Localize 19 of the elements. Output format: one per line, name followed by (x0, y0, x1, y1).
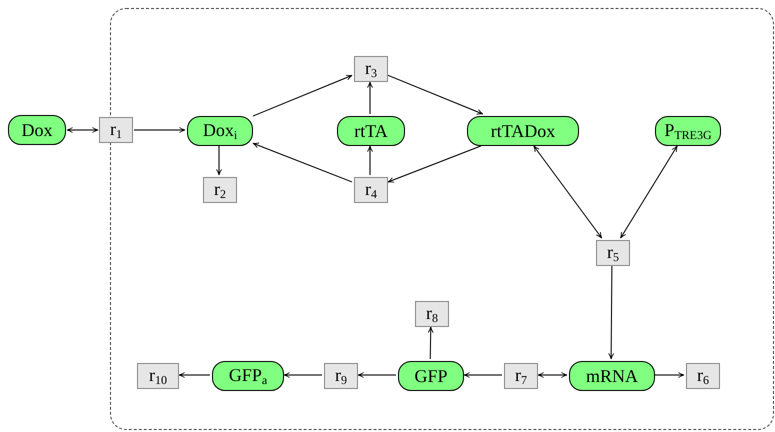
reaction-box: r$_{1}$ (99, 117, 133, 143)
reaction-box: r$_{7}$ (504, 363, 538, 389)
reaction-box: r$_{2}$ (203, 177, 237, 203)
reaction-box: r$_{3}$ (354, 56, 388, 82)
species-node: Dox (8, 115, 66, 145)
species-node: Dox$_{i}$ (187, 116, 253, 146)
reaction-box: r$_{4}$ (354, 177, 388, 203)
compartment-boundary (110, 8, 774, 430)
species-node: rtTA (337, 116, 405, 146)
reaction-box: r$_{10}$ (137, 363, 179, 389)
species-node: GFP$_{a}$ (212, 361, 284, 391)
reaction-box: r$_{8}$ (415, 301, 449, 327)
species-node: mRNA (569, 361, 655, 391)
reaction-box: r$_{6}$ (686, 363, 720, 389)
species-node: GFP (398, 361, 464, 391)
species-node: rtTADox (467, 116, 579, 146)
reaction-box: r$_{5}$ (596, 240, 630, 266)
reaction-box: r$_{9}$ (324, 363, 358, 389)
species-node: P$_{TRE3G}$ (655, 116, 721, 146)
